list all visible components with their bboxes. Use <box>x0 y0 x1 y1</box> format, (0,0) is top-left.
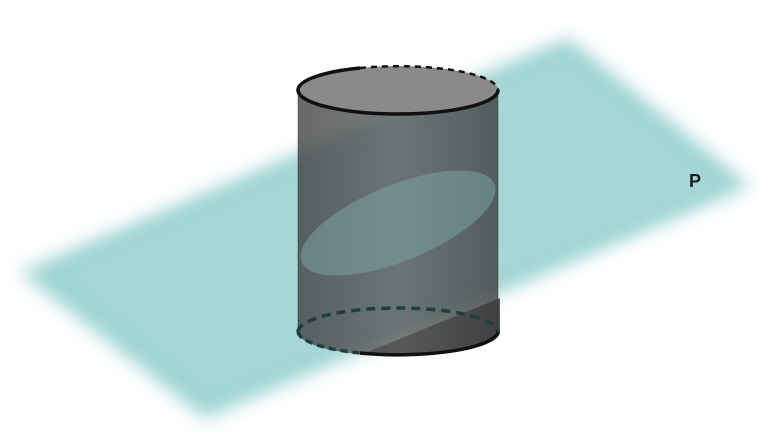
top-rim-back-right <box>359 64 500 91</box>
top-rim-front <box>296 89 500 116</box>
cylinder <box>296 64 500 357</box>
bottom-rim-front-visible <box>359 331 500 357</box>
plane-label: P <box>689 171 701 191</box>
top-rim-back-left <box>296 66 361 91</box>
cross-section <box>300 170 496 276</box>
bottom-rim-front-hidden <box>296 331 361 355</box>
cylinder-top-face <box>298 66 498 114</box>
bottom-rim-back <box>296 306 500 333</box>
